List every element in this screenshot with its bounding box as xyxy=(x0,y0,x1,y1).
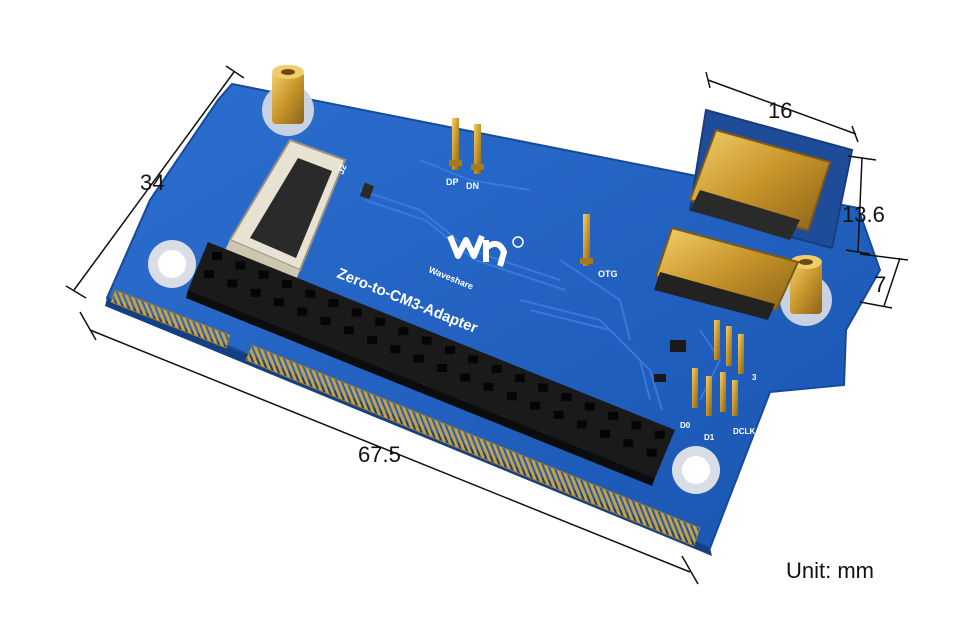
fpc-connector xyxy=(225,138,347,280)
dimension-width xyxy=(79,311,699,585)
unit-label: Unit: mm xyxy=(786,558,874,583)
connector-label: J2 xyxy=(336,163,349,176)
header-pin-hole xyxy=(297,307,308,316)
dimension-height-label: 34 xyxy=(140,170,164,195)
pin-label-d0: D0 xyxy=(680,421,691,430)
header-pin-hole xyxy=(375,317,386,326)
header-pin-hole xyxy=(343,326,354,335)
header-pin-hole xyxy=(273,298,284,307)
header-pin-hole xyxy=(491,364,502,373)
dimension-hdmi-width-label: 16 xyxy=(768,98,792,123)
header-pin-hole xyxy=(390,345,401,354)
dimension-width-label: 67.5 xyxy=(358,442,401,467)
header-pin-hole xyxy=(258,270,269,279)
pin-label-dp: DP xyxy=(446,177,459,187)
dimension-hdmi-height-label: 13.6 xyxy=(842,202,885,227)
header-pin-hole xyxy=(212,252,222,260)
header-pin-hole xyxy=(413,354,424,363)
header-pin-hole xyxy=(320,317,331,325)
header-pin-hole xyxy=(483,382,494,391)
pogo-pins-camera xyxy=(692,320,744,416)
header-pin-hole xyxy=(584,402,595,411)
header-pin-hole xyxy=(506,392,517,401)
header-pin-hole xyxy=(623,439,634,448)
header-pin-hole xyxy=(235,261,246,270)
smd-resistor xyxy=(654,374,666,382)
header-pin-hole xyxy=(328,299,339,307)
header-pin-hole xyxy=(631,421,642,430)
header-pin-hole xyxy=(281,280,292,289)
header-pin-hole xyxy=(514,374,525,383)
mounting-hole-right xyxy=(672,446,720,494)
edge-connector-fingers xyxy=(110,289,701,547)
header-pin-hole xyxy=(227,279,238,288)
pin-label-d1: D1 xyxy=(704,433,715,442)
header-pin-hole xyxy=(654,430,665,439)
dimension-hdmi-offset xyxy=(859,253,909,309)
mini-hdmi-connector xyxy=(688,128,832,240)
micro-hdmi-connector xyxy=(654,226,800,320)
header-pin-hole xyxy=(576,420,587,429)
header-pin-hole xyxy=(561,393,572,401)
dimension-hdmi-width xyxy=(705,71,859,143)
pogo-pin-otg xyxy=(580,214,593,266)
header-pin-hole xyxy=(250,288,261,297)
header-pin-hole xyxy=(600,429,611,438)
header-pin-hole xyxy=(367,335,378,344)
header-pin-hole xyxy=(204,270,214,278)
gpio-header-40pin xyxy=(186,242,675,486)
dimension-height xyxy=(65,65,245,299)
pin-label-otg: OTG xyxy=(598,269,618,279)
header-pin-hole xyxy=(445,346,455,354)
dimension-hdmi-offset-label: 7 xyxy=(874,272,886,297)
header-pin-hole xyxy=(437,364,447,372)
header-pin-hole xyxy=(553,411,564,419)
smd-transistor xyxy=(670,340,686,352)
header-pin-hole xyxy=(608,411,619,420)
header-pin-hole xyxy=(398,327,409,336)
header-pin-holes xyxy=(204,252,665,457)
header-pin-hole xyxy=(460,373,471,382)
pin-label-dclk: DCLK xyxy=(733,427,755,436)
pogo-pins-dp-dn xyxy=(449,118,484,174)
header-pin-hole xyxy=(646,448,657,457)
header-pin-hole xyxy=(421,336,432,345)
dimension-hdmi-height xyxy=(845,155,877,255)
standoff-top-left xyxy=(262,65,314,136)
pin-label-dn: DN xyxy=(466,181,479,191)
header-pin-hole xyxy=(538,383,549,392)
mounting-hole-left xyxy=(148,240,196,288)
standoff-right xyxy=(780,255,832,326)
pin-label-d3: 3 xyxy=(752,373,757,382)
header-pin-hole xyxy=(351,308,362,317)
header-pin-hole xyxy=(530,401,541,410)
header-pin-hole xyxy=(305,289,316,298)
header-pin-hole xyxy=(468,355,479,364)
smd-component xyxy=(359,182,375,200)
waveshare-logo xyxy=(447,234,524,267)
